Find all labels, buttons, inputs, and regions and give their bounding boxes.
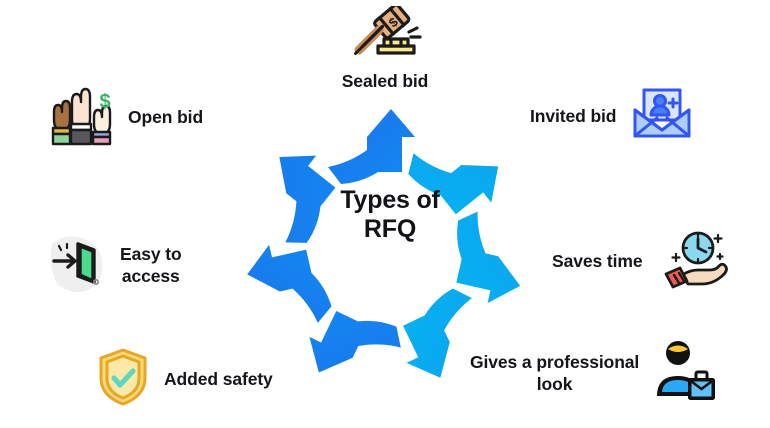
arrow-segment-professional-look <box>403 288 472 378</box>
businessperson-briefcase-icon <box>651 340 717 407</box>
svg-text:$: $ <box>99 91 110 113</box>
node-label-saves-time: Saves time <box>552 250 643 271</box>
node-sealed-bid[interactable]: $ Sealed bid <box>310 3 460 93</box>
shield-check-icon <box>96 346 150 413</box>
gavel-dollar-icon: $ <box>346 3 424 69</box>
arrow-segment-easy-access <box>247 244 332 323</box>
hand-holding-clock-icon <box>654 228 730 295</box>
node-label-open-bid: Open bid <box>128 106 204 127</box>
arrow-segment-invited-bid <box>408 153 499 215</box>
node-label-invited-bid: Invited bid <box>530 105 617 126</box>
node-invited-bid[interactable]: Invited bid <box>530 86 694 147</box>
node-label-easy-access: Easy to access <box>120 243 182 286</box>
node-easy-access[interactable]: Easy to access <box>42 232 182 299</box>
node-added-safety[interactable]: Added safety <box>96 346 273 413</box>
arrow-segment-added-safety <box>309 311 401 373</box>
raised-hands-dollar-icon: $ <box>46 84 118 151</box>
envelope-add-person-icon <box>630 86 694 147</box>
arrow-segment-sealed-bid <box>328 109 415 184</box>
node-saves-time[interactable]: Saves time <box>552 228 730 295</box>
arrow-ring <box>247 109 521 378</box>
diagram-center-title: Types of RFQ <box>340 185 440 244</box>
arrow-segment-saves-time <box>456 211 521 304</box>
node-open-bid[interactable]: $ Open bid <box>46 84 203 151</box>
node-label-sealed-bid: Sealed bid <box>341 71 429 91</box>
node-label-added-safety: Added safety <box>164 368 273 389</box>
node-label-professional-look: Gives a professional look <box>470 351 640 394</box>
node-professional-look[interactable]: Gives a professional look <box>470 340 717 407</box>
arrow-segment-open-bid <box>279 155 336 243</box>
door-enter-arrow-icon <box>42 232 110 299</box>
